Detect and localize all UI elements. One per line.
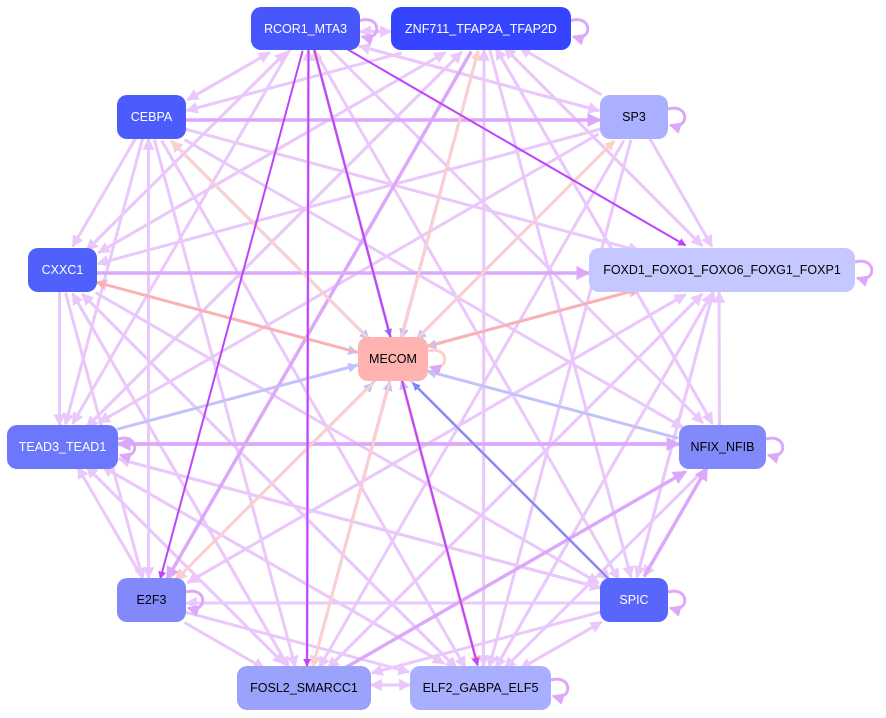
self-loop-ZNF711 — [570, 18, 590, 46]
edge-TEAD3-to-MECOM — [116, 362, 359, 431]
edge-ELF2-to-TEAD3 — [101, 465, 445, 665]
edge-ZNF711-to-E2F3 — [165, 50, 473, 581]
edge-MECOM-to-CXXC1 — [95, 279, 358, 354]
self-loop-E2F3 — [185, 589, 205, 617]
edge-E2F3-to-TEAD3 — [76, 466, 143, 578]
node-cxxc1[interactable]: CXXC1 — [28, 248, 97, 292]
self-loop-ELF2 — [550, 677, 570, 705]
edge-MECOM-to-ZNF711 — [400, 49, 481, 339]
node-foxd1[interactable]: FOXD1_FOXO1_FOXO6_FOXG1_FOXP1 — [589, 248, 855, 292]
self-loop-SP3 — [667, 106, 687, 134]
edge-CEBPA-to-NFIX — [183, 138, 684, 429]
node-label: SP3 — [622, 110, 646, 124]
node-label: FOSL2_SMARCC1 — [250, 681, 358, 695]
edge-RCOR1_MTA3-to-NFIX — [327, 46, 704, 424]
edge-SPIC-to-FOSL2 — [370, 610, 602, 677]
edge-RCOR1_MTA3-to-SPIC — [313, 50, 621, 581]
edge-ELF2-to-FOXD1 — [494, 292, 714, 669]
edge-ZNF711-to-SPIC — [488, 48, 635, 579]
edge-RCOR1_MTA3-to-FOSL2 — [303, 50, 312, 667]
self-loop-NFIX — [765, 436, 785, 464]
edge-E2F3-to-ELF2 — [184, 610, 411, 676]
node-spic[interactable]: SPIC — [600, 578, 668, 622]
node-rcor1_mta3[interactable]: RCOR1_MTA3 — [251, 7, 360, 50]
self-loop-SPIC — [667, 589, 687, 617]
edge-CXXC1-to-RCOR1_MTA3 — [85, 51, 288, 252]
edge-CEBPA-to-CXXC1 — [71, 136, 138, 248]
edge-CEBPA-to-FOXD1 — [184, 127, 641, 254]
edge-MECOM-to-FOXD1 — [426, 286, 641, 348]
edge-MECOM-to-CEBPA — [170, 140, 370, 341]
edge-NFIX-to-ZNF711 — [494, 47, 714, 425]
edge-CEBPA-to-RCOR1_MTA3 — [186, 51, 271, 102]
edge-SP3-to-CXXC1 — [96, 127, 602, 267]
edge-NFIX-to-MECOM — [426, 368, 679, 440]
self-loop-FOXD1 — [854, 259, 874, 287]
node-fosl2[interactable]: FOSL2_SMARCC1 — [237, 666, 371, 710]
node-label: NFIX_NFIB — [690, 440, 755, 454]
node-label: CEBPA — [130, 110, 173, 124]
self-loop-MECOM — [427, 348, 447, 376]
edge-SPIC-to-NFIX — [642, 466, 709, 578]
edge-ELF2-to-CXXC1 — [81, 293, 458, 670]
node-label: SPIC — [619, 593, 649, 607]
node-mecom[interactable]: MECOM — [358, 337, 428, 381]
edge-FOSL2-to-FOXD1 — [327, 293, 704, 670]
edge-ELF2-to-SPIC — [519, 620, 603, 670]
self-loop-RCOR1_MTA3 — [359, 18, 379, 46]
node-label: MECOM — [369, 352, 417, 366]
edge-SP3-to-RCOR1_MTA3 — [358, 43, 600, 113]
edge-FOSL2-to-TEAD3 — [85, 465, 286, 665]
node-znf711[interactable]: ZNF711_TFAP2A_TFAP2D — [391, 7, 571, 50]
edge-SPIC-to-FOXD1 — [635, 290, 717, 578]
node-tead3[interactable]: TEAD3_TEAD1 — [7, 425, 118, 469]
edge-SP3-to-ELF2 — [486, 139, 633, 668]
edge-SP3-to-TEAD3 — [98, 132, 600, 424]
edge-E2F3-to-FOSL2 — [183, 621, 266, 670]
edge-MECOM-to-FOSL2 — [310, 381, 392, 668]
node-label: RCOR1_MTA3 — [263, 21, 348, 36]
node-elf2[interactable]: ELF2_GABPA_ELF5 — [410, 666, 551, 710]
edge-FOSL2-to-NFIX — [342, 470, 688, 671]
edge-SP3-to-FOXD1 — [647, 136, 714, 248]
node-sp3[interactable]: SP3 — [600, 95, 668, 139]
node-label: TEAD3_TEAD1 — [18, 440, 107, 454]
edge-SP3-to-ZNF711 — [518, 46, 603, 97]
node-label: ZNF711_TFAP2A_TFAP2D — [405, 21, 557, 36]
edge-FOXD1-to-ZNF711 — [503, 46, 704, 247]
edge-NFIX-to-ELF2 — [503, 470, 704, 670]
node-label: CXXC1 — [41, 263, 84, 277]
edge-MECOM-to-SP3 — [416, 140, 616, 340]
edge-CXXC1-to-SPIC — [94, 291, 600, 585]
edge-SPIC-to-MECOM — [412, 382, 611, 581]
edge-MECOM-to-E2F3 — [174, 382, 374, 582]
edge-RCOR1_MTA3-to-FOXD1 — [343, 46, 687, 247]
node-cebpa[interactable]: CEBPA — [117, 95, 186, 139]
edge-SP3-to-FOSL2 — [318, 139, 626, 669]
self-loop-TEAD3 — [117, 436, 137, 464]
edge-E2F3-to-FOXD1 — [186, 293, 687, 584]
node-label: FOXD1_FOXO1_FOXO6_FOXG1_FOXP1 — [603, 263, 841, 277]
edge-CXXC1-to-ZNF711 — [97, 51, 447, 254]
edge-RCOR1_MTA3-to-E2F3 — [158, 50, 304, 580]
edge-FOSL2-to-CXXC1 — [71, 292, 290, 669]
node-label: ELF2_GABPA_ELF5 — [422, 681, 539, 695]
node-e2f3[interactable]: E2F3 — [117, 578, 186, 622]
node-label: E2F3 — [136, 593, 167, 607]
node-nfix[interactable]: NFIX_NFIB — [679, 425, 766, 469]
edge-CEBPA-to-FOSL2 — [153, 139, 299, 668]
